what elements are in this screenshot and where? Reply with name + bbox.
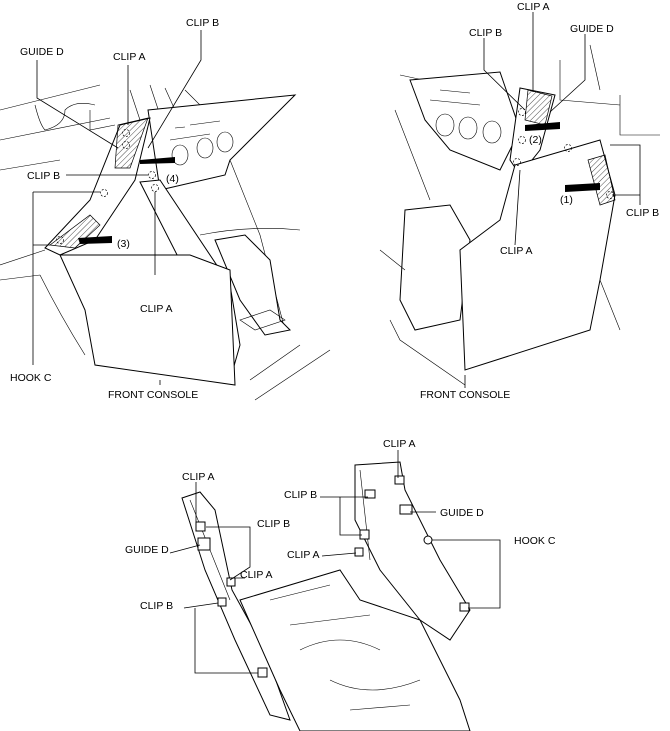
top-left-label-clip-a-2: CLIP A [140, 303, 173, 315]
top-right-step-1: (1) [560, 194, 573, 206]
bottom-label-clip-a-4: CLIP A [240, 569, 273, 581]
bottom-label-clip-b-2: CLIP B [257, 518, 290, 530]
top-left-label-guide-d: GUIDE D [20, 46, 64, 58]
bottom-label-clip-a-3: CLIP A [182, 471, 215, 483]
bottom-label-clip-b-3: CLIP B [140, 600, 173, 612]
top-left-label-hook-c: HOOK C [10, 372, 52, 384]
top-right-label-clip-a-2: CLIP A [500, 245, 533, 257]
bottom-label-clip-b: CLIP B [284, 489, 317, 501]
top-left-label-clip-a: CLIP A [113, 51, 146, 63]
top-left-step-4: (4) [166, 173, 179, 185]
top-left-view: CLIP B GUIDE D CLIP A CLIP B (4) (3) CLI… [0, 17, 331, 401]
bottom-view: CLIP A CLIP B GUIDE D CLIP A HOOK C CLIP… [125, 438, 556, 731]
bottom-label-guide-d: GUIDE D [440, 507, 484, 519]
bottom-label-guide-d-2: GUIDE D [125, 544, 169, 556]
bottom-label-clip-a-2: CLIP A [287, 549, 320, 561]
top-left-label-clip-b-2: CLIP B [27, 170, 60, 182]
bottom-label-clip-a: CLIP A [383, 438, 416, 450]
top-right-label-front-console: FRONT CONSOLE [420, 389, 510, 401]
top-right-label-guide-d: GUIDE D [570, 23, 614, 35]
top-right-label-clip-b-2: CLIP B [626, 207, 659, 219]
top-left-step-3: (3) [117, 238, 130, 250]
top-left-label-front-console: FRONT CONSOLE [108, 389, 198, 401]
top-right-label-clip-b: CLIP B [469, 27, 502, 39]
bottom-label-hook-c: HOOK C [514, 535, 556, 547]
top-right-view: CLIP A CLIP B GUIDE D (2) (1) CLIP B CLI… [379, 1, 660, 401]
top-right-step-2: (2) [529, 134, 542, 146]
top-right-label-clip-a: CLIP A [517, 1, 550, 13]
top-left-label-clip-b: CLIP B [186, 17, 219, 29]
